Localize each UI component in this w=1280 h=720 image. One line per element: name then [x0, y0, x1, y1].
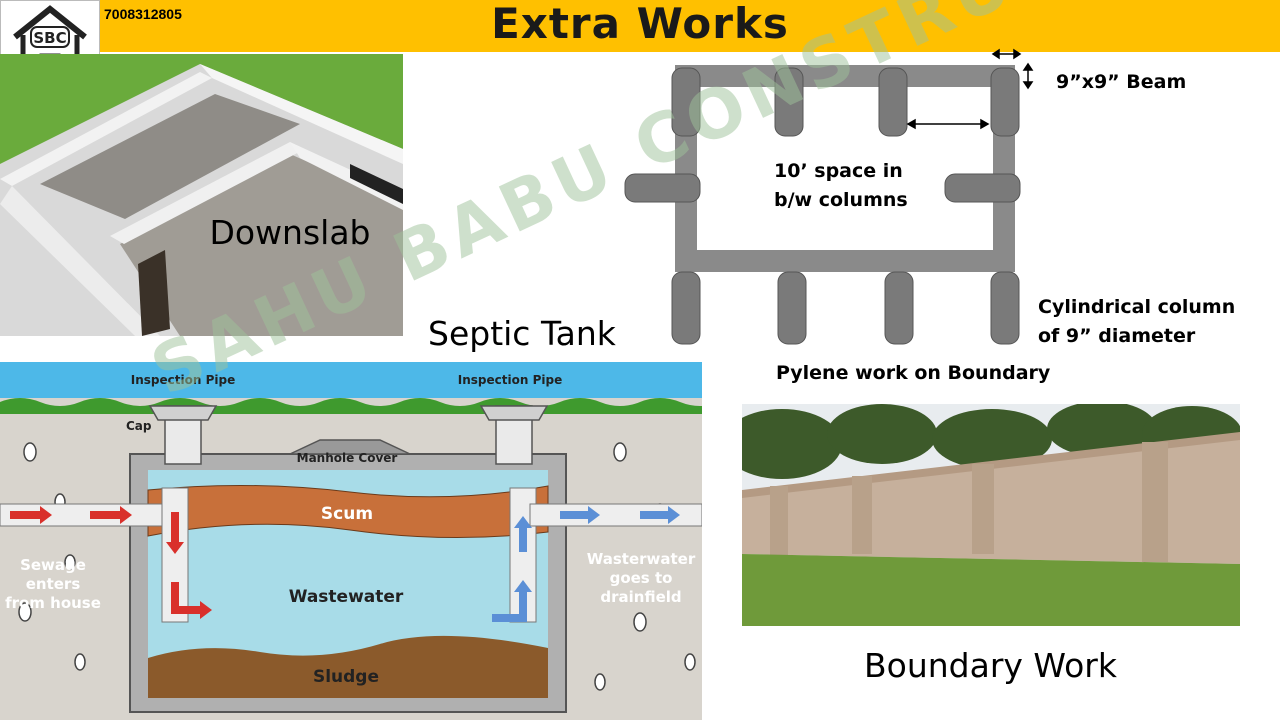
column [990, 271, 1020, 345]
wastewater-label: Wastewater [289, 587, 404, 607]
wastewater-out-line1: Wasterwater [587, 550, 696, 568]
boundary-work-label: Boundary Work [864, 646, 1117, 685]
pylene-caption: Pylene work on Boundary [776, 362, 1051, 384]
column [878, 67, 908, 137]
sewage-in-line2: enters [26, 575, 81, 593]
inspection-pipe-left-label: Inspection Pipe [131, 373, 235, 387]
column [624, 173, 701, 203]
sewage-in-line1: Sewage [20, 556, 86, 574]
septic-title: Septic Tank [428, 314, 616, 353]
logo: SBC [0, 0, 100, 84]
downslab-image: Downslab [0, 54, 403, 336]
sludge-label: Sludge [313, 667, 379, 687]
column [884, 271, 914, 345]
column [774, 67, 804, 137]
downslab-label: Downslab [209, 213, 370, 252]
column [990, 67, 1020, 137]
septic-tank-diagram: Inspection Pipe Inspection Pipe Cap Manh… [0, 362, 702, 720]
scum-label: Scum [321, 504, 373, 524]
page-title: Extra Works [491, 0, 789, 48]
phone-number: 7008312805 [104, 6, 182, 22]
sewage-in-line3: from house [5, 594, 101, 612]
logo-text: SBC [33, 29, 66, 47]
boundary-diagram: 9”x9” Beam 10’ space in b/w columns Cyli… [624, 48, 1235, 384]
header-bar [100, 0, 1280, 52]
wall-pillar [852, 476, 872, 554]
column [777, 271, 807, 345]
column [671, 271, 701, 345]
column-label-line1: Cylindrical column [1038, 296, 1235, 318]
cap-label: Cap [126, 419, 152, 433]
wall-pillar [972, 464, 994, 554]
spacing-label-line2: b/w columns [774, 189, 908, 211]
boundary-wall-photo [742, 404, 1240, 626]
wastewater-out-line2: goes to [610, 569, 673, 587]
column [944, 173, 1021, 203]
inspection-pipe-right-label: Inspection Pipe [458, 373, 562, 387]
wall-pillar [770, 486, 788, 556]
manhole-label: Manhole Cover [297, 451, 398, 465]
column [671, 67, 701, 137]
beam-label: 9”x9” Beam [1056, 71, 1186, 93]
spacing-label-line1: 10’ space in [774, 160, 903, 182]
wastewater-out-line3: drainfield [600, 588, 681, 606]
column-label-line2: of 9” diameter [1038, 325, 1196, 347]
wall-pillar [1142, 442, 1168, 562]
